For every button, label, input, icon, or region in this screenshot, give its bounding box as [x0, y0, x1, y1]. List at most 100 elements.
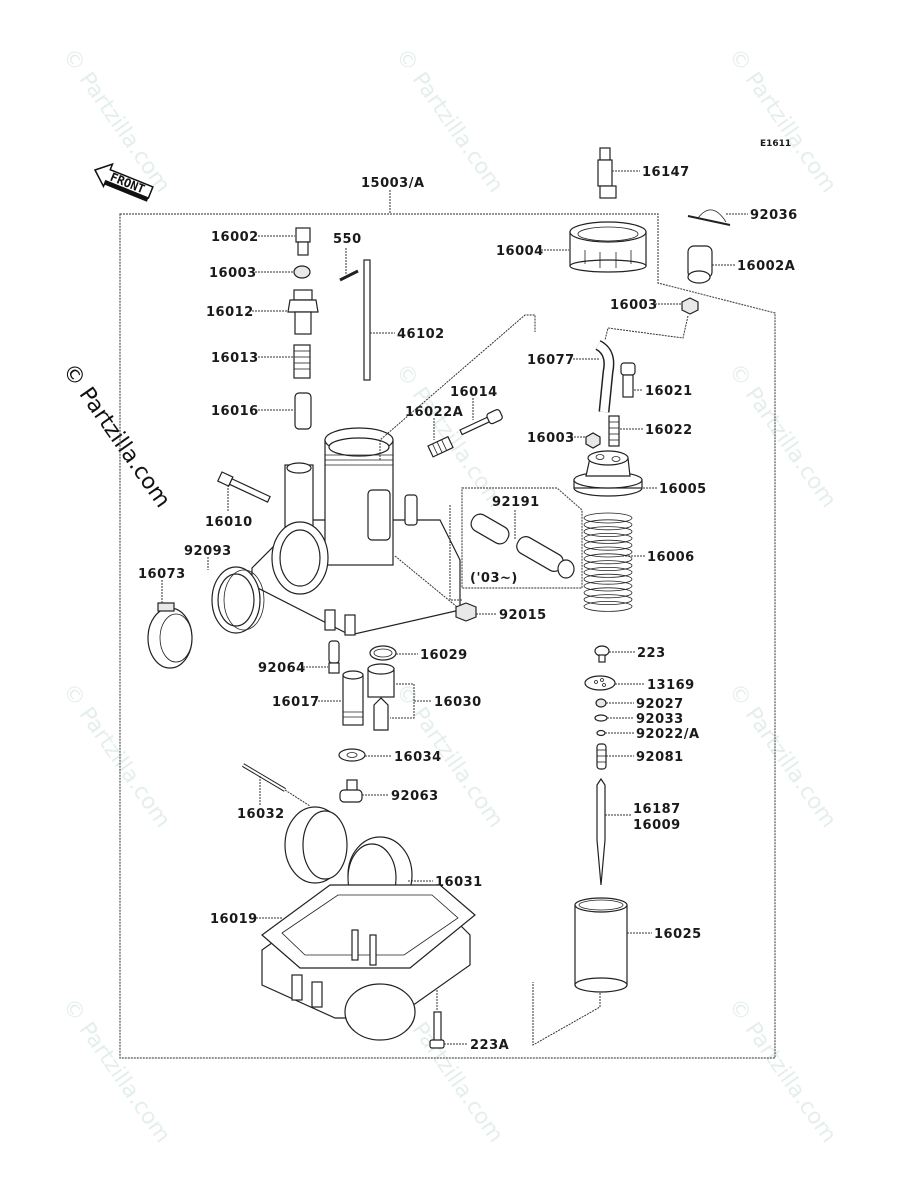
label-16014[interactable]: 16014	[450, 385, 498, 400]
watermark: © Partzilla.com	[390, 359, 508, 512]
part-92036-clip	[687, 209, 731, 226]
part-16003-nut-upper	[681, 297, 699, 315]
label-16003-upper[interactable]: 16003	[610, 298, 658, 313]
year-note: ('03~)	[470, 571, 518, 586]
label-92191[interactable]: 92191	[492, 495, 540, 510]
spring-coil	[583, 587, 633, 599]
label-16022A[interactable]: 16022A	[405, 405, 463, 420]
part-16002A-shape	[687, 245, 713, 284]
label-16006[interactable]: 16006	[647, 550, 695, 565]
spring-coil	[583, 594, 633, 605]
part-92063-jet	[339, 779, 363, 803]
part-16002-thread	[297, 241, 309, 256]
part-92064-jet	[328, 640, 340, 674]
part-46102-rod	[363, 259, 371, 381]
label-92015[interactable]: 92015	[499, 608, 547, 623]
year-variant-box	[461, 487, 583, 589]
part-16030-valve-seat	[367, 663, 395, 731]
spring-coil	[583, 519, 633, 531]
label-16002[interactable]: 16002	[211, 230, 259, 245]
spring-coil	[583, 539, 633, 551]
spring-coil	[583, 512, 633, 524]
label-16003-lower[interactable]: 16003	[527, 431, 575, 446]
label-16030[interactable]: 16030	[434, 695, 482, 710]
label-16147[interactable]: 16147	[642, 165, 690, 180]
part-16077-tube	[595, 340, 615, 413]
part-16014-screw	[459, 409, 503, 436]
label-92063[interactable]: 92063	[391, 789, 439, 804]
label-16012[interactable]: 16012	[206, 305, 254, 320]
label-16009[interactable]: 16009	[633, 818, 681, 833]
spring-coil	[583, 526, 633, 537]
part-16073-clamp	[147, 602, 193, 669]
part-16002-shape	[295, 227, 311, 243]
part-92027-ring	[595, 698, 607, 708]
label-16005[interactable]: 16005	[659, 482, 707, 497]
label-92022-A[interactable]: 92022/A	[636, 727, 700, 742]
label-92081[interactable]: 92081	[636, 750, 684, 765]
part-16022-spring	[608, 415, 620, 447]
part-16013-spring	[293, 344, 311, 379]
part-16029-oring	[369, 645, 397, 661]
label-16021[interactable]: 16021	[645, 384, 693, 399]
spring-coil	[583, 546, 633, 558]
label-16016[interactable]: 16016	[211, 404, 259, 419]
label-16004[interactable]: 16004	[496, 244, 544, 259]
label-92064[interactable]: 92064	[258, 661, 306, 676]
spring-coil	[583, 601, 633, 612]
spring-coil	[583, 567, 633, 578]
part-16005-cap	[573, 450, 643, 497]
label-92093[interactable]: 92093	[184, 544, 232, 559]
spring-coil	[583, 580, 633, 592]
part-16017-jet-holder	[342, 670, 364, 726]
part-16003-nut	[293, 265, 311, 279]
label-15003-A: 15003/A	[361, 176, 425, 191]
label-16003[interactable]: 16003	[209, 266, 257, 281]
label-16002A[interactable]: 16002A	[737, 259, 795, 274]
part-92093-ring	[211, 566, 265, 634]
label-92036[interactable]: 92036	[750, 208, 798, 223]
label-16034[interactable]: 16034	[394, 750, 442, 765]
label-16025[interactable]: 16025	[654, 927, 702, 942]
part-16010-screw	[216, 471, 271, 503]
label-550[interactable]: 550	[333, 232, 362, 247]
label-16029[interactable]: 16029	[420, 648, 468, 663]
label-92033[interactable]: 92033	[636, 712, 684, 727]
label-16077[interactable]: 16077	[527, 353, 575, 368]
label-16032[interactable]: 16032	[237, 807, 285, 822]
label-16017[interactable]: 16017	[272, 695, 320, 710]
part-16012-hex	[287, 299, 319, 313]
watermark: © Partzilla.com	[723, 359, 841, 512]
watermark: © Partzilla.com	[57, 679, 175, 832]
label-16073[interactable]: 16073	[138, 567, 186, 582]
part-16006-spring	[583, 512, 633, 612]
part-16022A-spring	[427, 435, 454, 458]
label-16187[interactable]: 16187	[633, 802, 681, 817]
spring-coil	[583, 533, 633, 544]
label-223[interactable]: 223	[637, 646, 666, 661]
label-16013[interactable]: 16013	[211, 351, 259, 366]
spring-coil	[583, 553, 633, 565]
part-16187-needle	[596, 777, 606, 886]
label-16022[interactable]: 16022	[645, 423, 693, 438]
part-223-screw	[594, 645, 610, 663]
label-16010[interactable]: 16010	[205, 515, 253, 530]
label-16031[interactable]: 16031	[435, 875, 483, 890]
carburetor-body	[251, 427, 461, 636]
part-16003-nut-lower	[585, 432, 601, 449]
label-46102[interactable]: 46102	[397, 327, 445, 342]
part-16012-body	[294, 311, 312, 335]
label-16019[interactable]: 16019	[210, 912, 258, 927]
watermark: © Partzilla.com	[390, 44, 508, 197]
label-223A[interactable]: 223A	[470, 1038, 509, 1053]
label-92027[interactable]: 92027	[636, 697, 684, 712]
watermark: © Partzilla.com	[723, 44, 841, 197]
part-92022A-washer	[596, 729, 606, 737]
part-16019-gasket-and-bowl	[261, 884, 476, 1041]
part-92081-spring	[596, 743, 607, 770]
part-92191-pipe	[470, 513, 575, 579]
label-13169[interactable]: 13169	[647, 678, 695, 693]
watermark: © Partzilla.com	[57, 359, 175, 512]
part-92033-clip	[594, 714, 608, 722]
